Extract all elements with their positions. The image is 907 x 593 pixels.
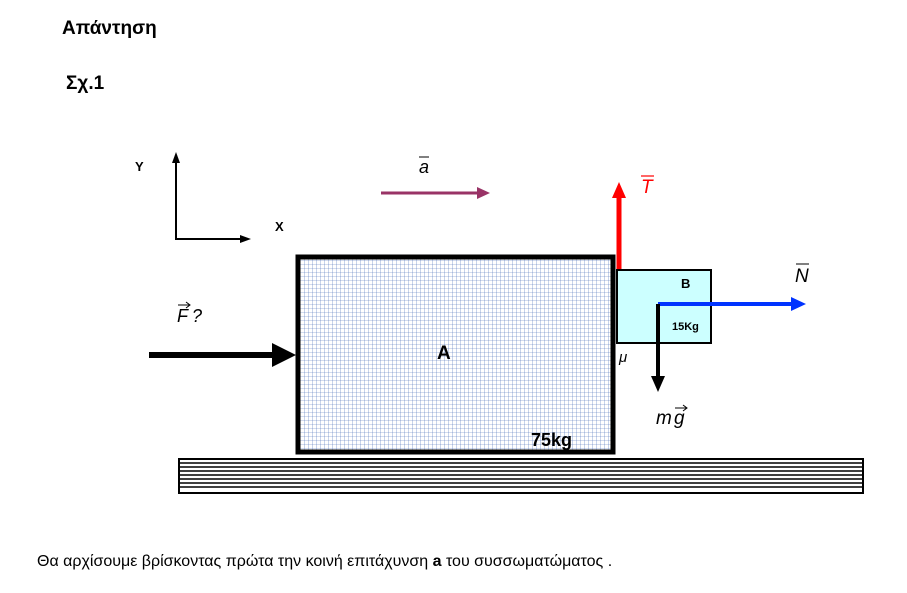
sentence-end: του συσσωματώματος .	[441, 553, 613, 570]
axis-y-label: Y	[135, 159, 144, 174]
weight-label-m: m	[656, 408, 672, 429]
normal-force-arrow	[658, 297, 806, 311]
weight-arrow	[651, 304, 665, 392]
coordinate-axes	[172, 152, 251, 243]
tension-arrow	[612, 182, 626, 269]
axis-x-label: X	[275, 219, 284, 234]
ground	[178, 458, 864, 494]
force-label: F	[177, 306, 189, 326]
force-vector-mark	[178, 301, 191, 309]
sentence-bold: a	[432, 553, 442, 570]
force-arrow	[149, 343, 296, 367]
block-b-mass: 15Kg	[672, 321, 699, 333]
force-question-mark: ?	[192, 306, 202, 326]
explanation-sentence: Θα αρχίσουμε βρίσκοντας πρώτα την κοινή …	[37, 553, 612, 571]
block-b	[616, 269, 712, 344]
block-a	[295, 254, 616, 455]
friction-label: μ	[618, 349, 627, 366]
normal-force-label: N	[795, 266, 809, 287]
block-b-label: B	[681, 276, 690, 291]
weight-label-g: g	[674, 408, 685, 429]
tension-label: T	[641, 177, 654, 198]
figure-label: Σχ.1	[66, 73, 105, 94]
block-a-label: A	[437, 343, 451, 364]
physics-diagram: Y X a A 75kg F ? B 15Kg T	[135, 152, 864, 494]
page-title: Απάντηση	[62, 18, 157, 39]
acceleration-label: a	[419, 157, 429, 177]
acceleration-arrow	[381, 187, 490, 199]
block-a-mass: 75kg	[531, 430, 572, 450]
weight-vector-mark	[675, 404, 688, 412]
sentence-start: Θα αρχίσουμε βρίσκοντας πρώτα την κοινή …	[37, 553, 433, 570]
